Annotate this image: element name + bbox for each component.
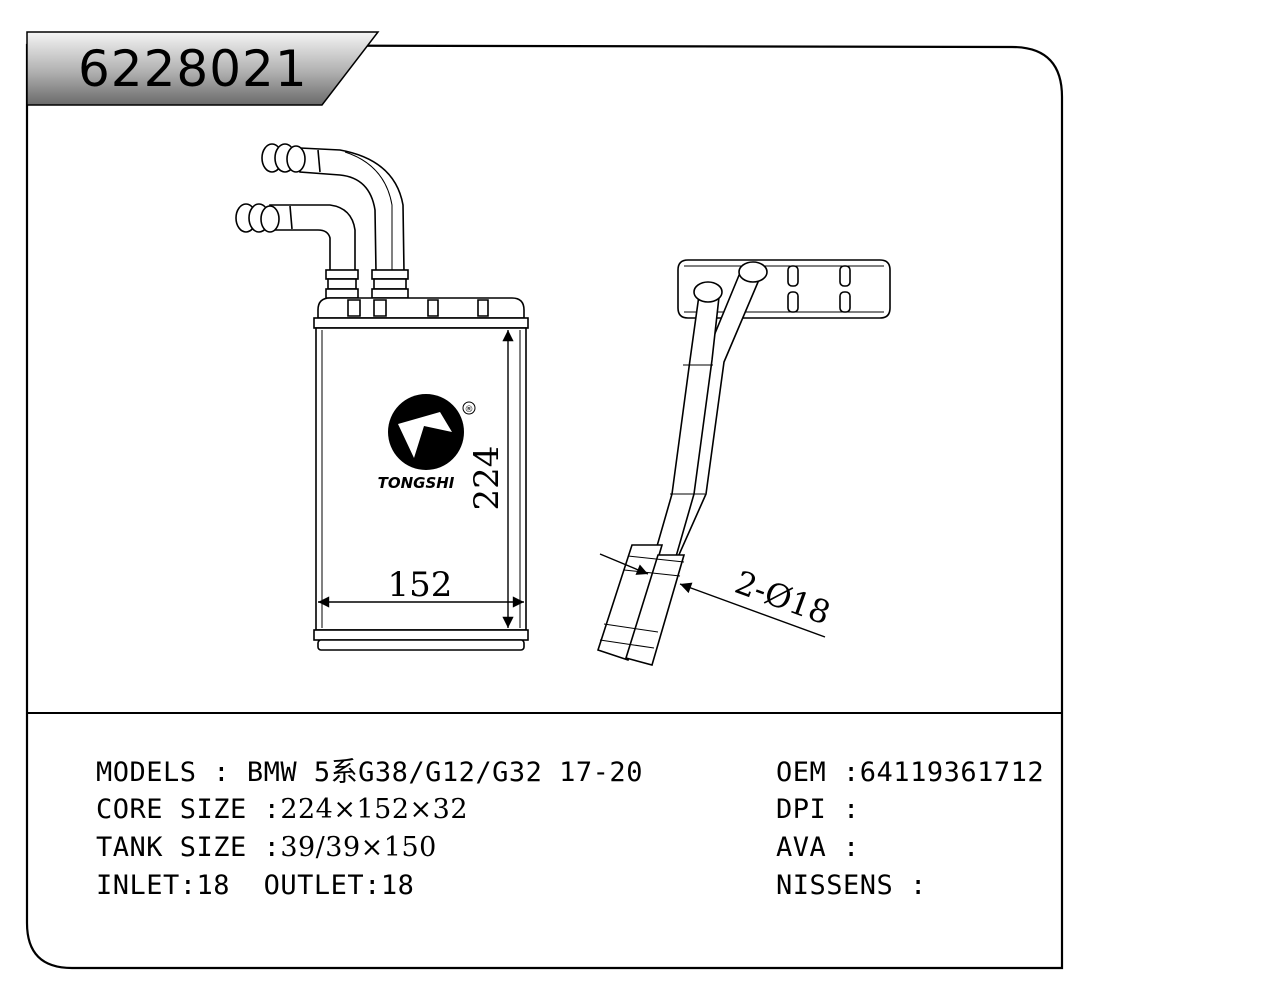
brand-name: TONGSHI (378, 474, 455, 492)
part-number-tag (26, 31, 380, 106)
spec-oem: OEM :64119361712 (776, 757, 1045, 788)
heater-core-front-view (235, 143, 529, 651)
heater-core-side-view (596, 259, 891, 666)
tongshi-logo (388, 394, 476, 470)
part-number: 6228021 (78, 40, 308, 98)
spec-models: MODELS : BMW 5系G38/G12/G32 17-20 (96, 757, 643, 788)
spec-ava: AVA : (776, 832, 860, 863)
spec-tank-size: TANK SIZE :39/39×150 (96, 832, 437, 863)
spec-inlet-outlet: INLET:18 OUTLET:18 (96, 870, 415, 901)
spec-dpi: DPI : (776, 794, 860, 825)
pipe-dimension-leader (599, 553, 826, 638)
width-dimension-label: 152 (388, 565, 453, 605)
registered-mark: ® (465, 405, 474, 415)
spec-nissens: NISSENS : (776, 870, 927, 901)
spec-core-size: CORE SIZE :224×152×32 (96, 794, 468, 825)
dimension-lines (318, 330, 524, 628)
height-dimension-label: 224 (467, 446, 507, 511)
outer-frame (25, 43, 1064, 970)
